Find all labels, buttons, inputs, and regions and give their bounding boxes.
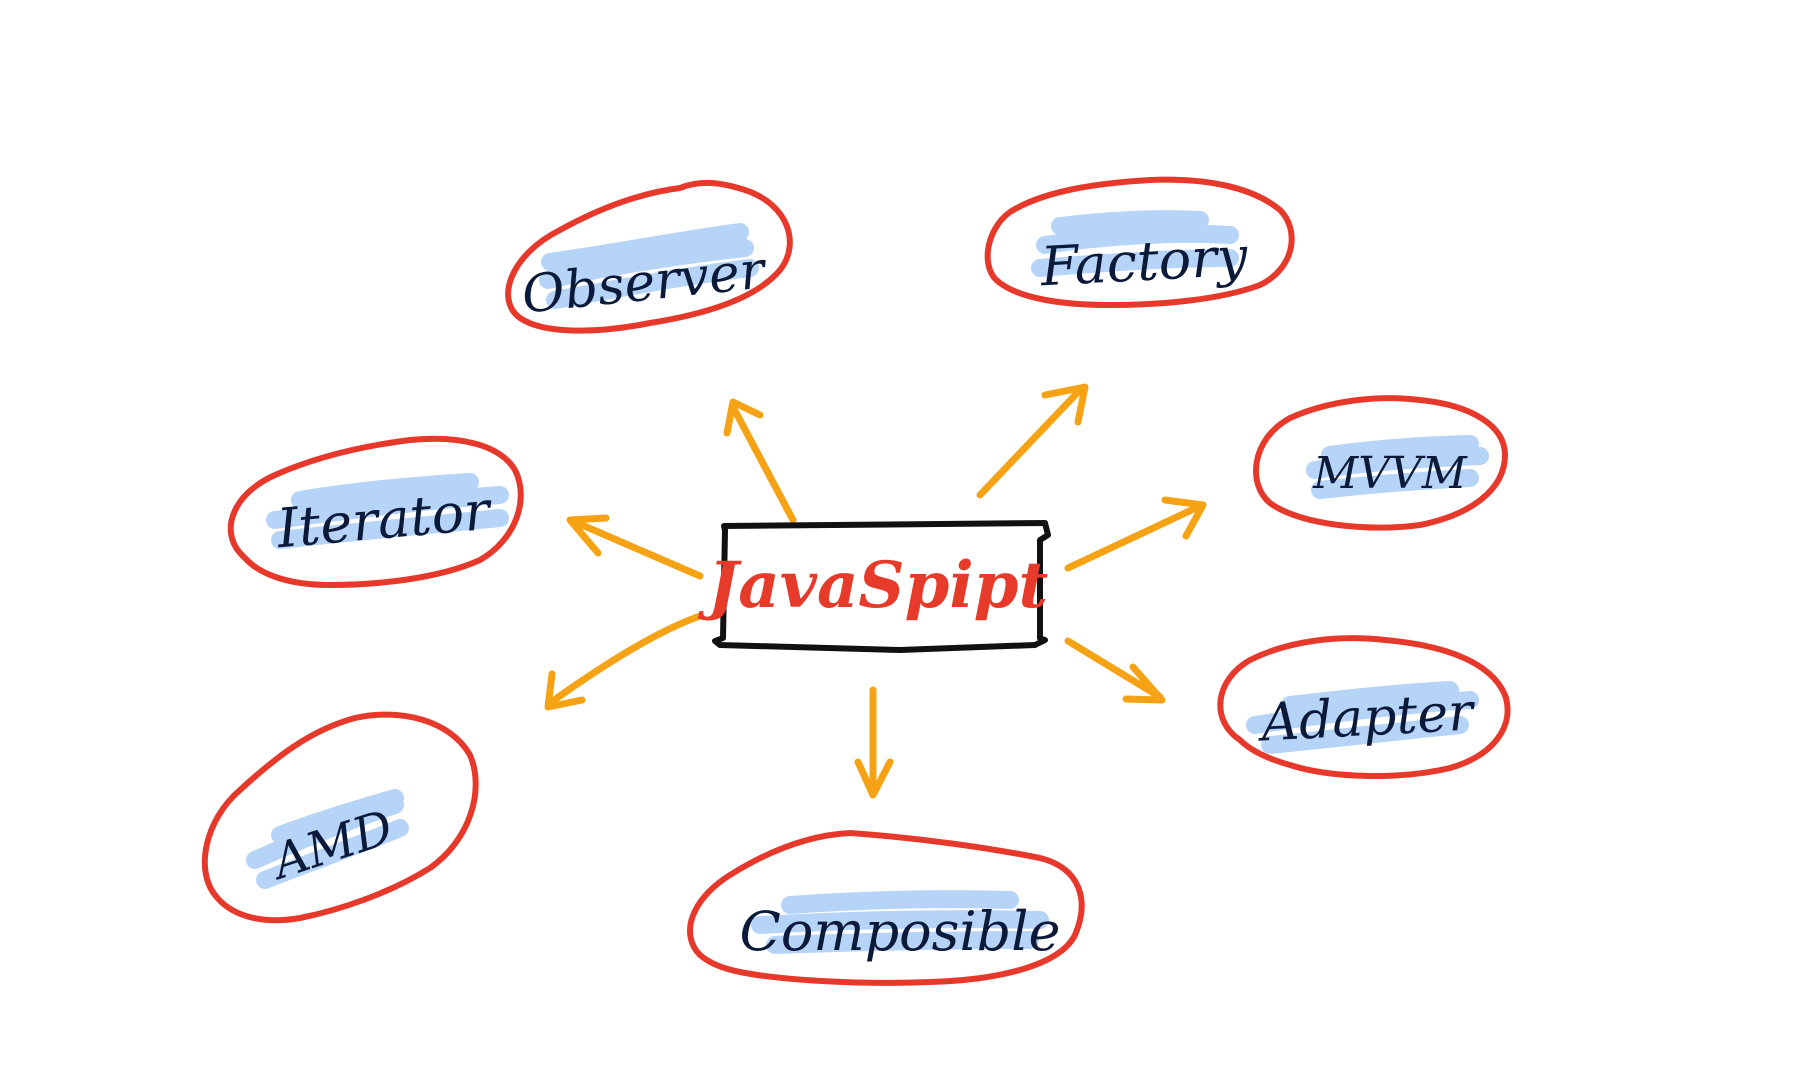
- node-observer: Observer: [505, 179, 793, 334]
- node-composible-ellipse: [687, 830, 1085, 986]
- node-adapter-label: Adapter: [1256, 682, 1478, 753]
- node-observer-ellipse: [505, 179, 793, 334]
- node-adapter-ellipse: [1217, 635, 1511, 779]
- node-amd-highlight: [246, 789, 409, 889]
- node-factory-highlight: [1031, 210, 1239, 277]
- node-factory-label: Factory: [1038, 225, 1250, 299]
- node-iterator-ellipse: [227, 435, 524, 588]
- arrow-amd: [544, 612, 704, 711]
- arrow-composible: [854, 686, 894, 799]
- node-mvvm-ellipse: [1253, 395, 1508, 531]
- center-box: [712, 520, 1051, 653]
- node-iterator-highlight: [266, 473, 509, 549]
- node-amd-ellipse: [201, 711, 479, 924]
- center-node: JavaSpipt: [697, 520, 1051, 653]
- node-observer-highlight: [539, 223, 759, 309]
- arrows: [544, 383, 1207, 799]
- node-mvvm-highlight: [1306, 435, 1489, 499]
- node-amd: AMD: [201, 711, 479, 924]
- node-composible-label: Composible: [740, 900, 1061, 963]
- node-adapter-highlight: [1246, 681, 1479, 754]
- node-mvvm: MVVM: [1253, 395, 1508, 531]
- node-iterator: Iterator: [227, 435, 524, 588]
- node-factory-ellipse: [984, 176, 1295, 308]
- arrow-mvvm: [1064, 496, 1207, 572]
- arrow-adapter: [1064, 637, 1166, 704]
- arrow-factory: [976, 383, 1089, 499]
- node-adapter: Adapter: [1217, 635, 1511, 779]
- arrow-observer: [723, 398, 797, 524]
- arrow-iterator: [566, 514, 704, 580]
- node-factory: Factory: [984, 176, 1295, 308]
- node-composible: Composible: [687, 830, 1085, 986]
- center-label: JavaSpipt: [697, 548, 1048, 623]
- node-composible-highlight: [751, 890, 1049, 954]
- node-mvvm-label: MVVM: [1312, 448, 1468, 499]
